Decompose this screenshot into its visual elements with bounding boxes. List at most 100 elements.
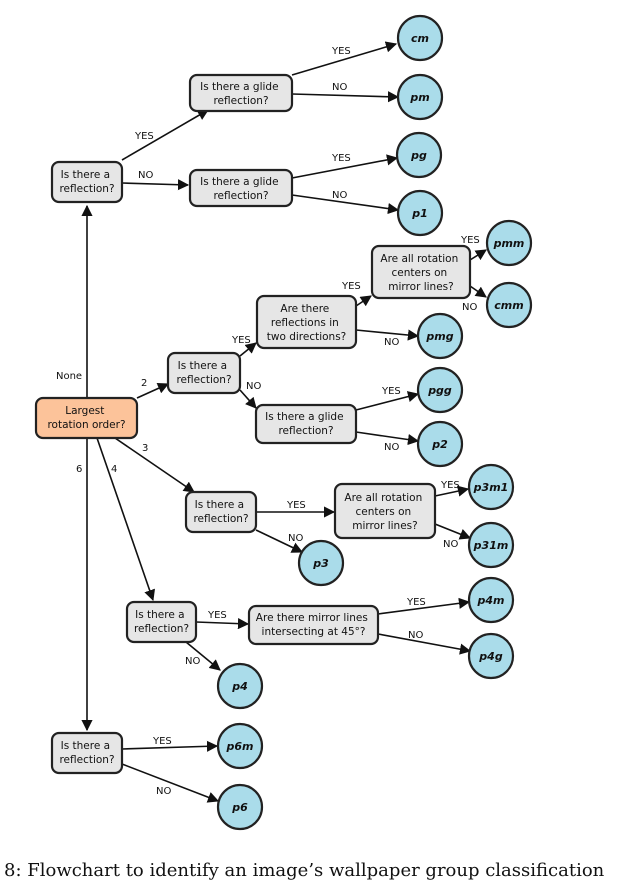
edge-rot3-no bbox=[434, 523, 472, 540]
edge-four-no bbox=[185, 641, 221, 671]
svg-text:Largest rotation order?: Largest rotation order? bbox=[47, 405, 125, 431]
node-none-reflection: Is there a reflection? bbox=[50, 160, 124, 204]
edge-label-yes: YES bbox=[406, 597, 426, 608]
svg-text:Is there a reflection?: Is there a reflection? bbox=[134, 609, 189, 635]
node-two-reflection: Is there a reflection? bbox=[166, 351, 242, 395]
edge-label-no: NO bbox=[138, 170, 153, 181]
edge-label-no: NO bbox=[246, 381, 261, 392]
edge-none-yes bbox=[121, 109, 209, 161]
svg-text:p4: p4 bbox=[231, 680, 248, 693]
edge-45-no bbox=[377, 633, 472, 655]
svg-text:p2: p2 bbox=[431, 438, 448, 451]
leaf-p1: p1 bbox=[396, 189, 444, 237]
edge-label-4: 4 bbox=[111, 464, 117, 475]
edge-label-yes: YES bbox=[286, 500, 306, 511]
edge-label-6: 6 bbox=[76, 464, 82, 475]
svg-text:Are all rotation centers: Are all rotation centers on mirror lines… bbox=[380, 253, 461, 293]
edge-label-yes: YES bbox=[207, 610, 227, 621]
svg-text:pmm: pmm bbox=[493, 237, 525, 250]
edge-labels: None 2 3 4 6 YES NO YES NO YES NO YES NO… bbox=[56, 46, 480, 797]
edge-root-4 bbox=[96, 437, 155, 602]
edge-three-no bbox=[255, 529, 304, 553]
edge-label-yes: YES bbox=[341, 281, 361, 292]
leaf-pmg: pmg bbox=[416, 312, 464, 360]
svg-text:p6m: p6m bbox=[226, 740, 254, 753]
svg-text:Is there a reflection?: Is there a reflection? bbox=[59, 740, 114, 766]
edge-label-none: None bbox=[56, 371, 82, 382]
edge-root-2 bbox=[136, 383, 170, 399]
wallpaper-flowchart: None 2 3 4 6 YES NO YES NO YES NO YES NO… bbox=[34, 14, 533, 831]
svg-text:p1: p1 bbox=[411, 207, 428, 220]
svg-text:pm: pm bbox=[409, 91, 429, 104]
svg-text:Is there a reflection?: Is there a reflection? bbox=[176, 360, 231, 386]
svg-text:p6: p6 bbox=[231, 801, 248, 814]
svg-text:Are there reflections in: Are there reflections in two directions? bbox=[267, 303, 347, 343]
edge-label-yes: YES bbox=[460, 235, 480, 246]
edges bbox=[81, 41, 487, 803]
edge-label-no: NO bbox=[384, 337, 399, 348]
node-none-glide-no: Is there a glide reflection? bbox=[188, 168, 294, 208]
svg-text:p3: p3 bbox=[312, 557, 329, 570]
edge-label-no: NO bbox=[384, 442, 399, 453]
edge-none-no bbox=[121, 179, 190, 191]
figure-caption: 8: Flowchart to identify an image’s wall… bbox=[4, 860, 605, 881]
node-two-directions: Are there reflections in two directions? bbox=[255, 294, 358, 350]
svg-text:Is there a glide reflect: Is there a glide reflection? bbox=[200, 81, 282, 107]
node-none-glide-yes: Is there a glide reflection? bbox=[188, 73, 294, 113]
edge-label-yes: YES bbox=[331, 46, 351, 57]
node-four-reflection: Is there a reflection? bbox=[125, 600, 198, 644]
node-largest-rotation-order: Largest rotation order? bbox=[34, 396, 139, 440]
node-six-reflection: Is there a reflection? bbox=[50, 731, 124, 775]
leaf-p3: p3 bbox=[297, 539, 345, 587]
leaf-p6: p6 bbox=[216, 783, 264, 831]
node-two-rotation-centers: Are all rotation centers on mirror lines… bbox=[370, 244, 472, 300]
edge-label-2: 2 bbox=[141, 378, 147, 389]
edge-glide1-no bbox=[291, 91, 400, 103]
leaf-p3m1: p3m1 bbox=[467, 463, 515, 511]
leaf-p6m: p6m bbox=[216, 722, 264, 770]
edge-label-no: NO bbox=[462, 302, 477, 313]
edge-rot2-yes bbox=[469, 249, 487, 261]
leaf-pg: pg bbox=[395, 131, 443, 179]
edge-label-no: NO bbox=[332, 190, 347, 201]
edge-45-yes bbox=[377, 597, 471, 615]
edge-glide2-no bbox=[291, 194, 400, 215]
edge-label-no: NO bbox=[288, 533, 303, 544]
edge-label-yes: YES bbox=[440, 480, 460, 491]
edge-label-3: 3 bbox=[142, 443, 148, 454]
edge-six-no bbox=[121, 763, 220, 803]
leaf-pgg: pgg bbox=[416, 366, 464, 414]
svg-text:Is there a glide reflect: Is there a glide reflection? bbox=[200, 176, 282, 202]
svg-text:p4m: p4m bbox=[477, 594, 505, 607]
edge-rot2-no bbox=[469, 285, 487, 298]
leaf-p2: p2 bbox=[416, 420, 464, 468]
edge-dir-yes bbox=[355, 295, 372, 307]
edge-six-yes bbox=[121, 740, 219, 752]
edge-two-no bbox=[239, 389, 257, 409]
edge-label-yes: YES bbox=[331, 153, 351, 164]
edge-glide1-yes bbox=[291, 41, 398, 76]
edge-two-yes bbox=[239, 342, 257, 357]
node-two-glide: Is there a glide reflection? bbox=[254, 403, 358, 445]
leaf-pmm: pmm bbox=[485, 219, 533, 267]
node-three-rotation-centers: Are all rotation centers on mirror lines… bbox=[333, 482, 437, 540]
svg-text:pgg: pgg bbox=[427, 384, 452, 397]
edge-label-no: NO bbox=[156, 786, 171, 797]
edge-rot3-yes bbox=[434, 485, 470, 497]
svg-text:Are there mirror lines i: Are there mirror lines intersecting at 4… bbox=[256, 612, 371, 638]
leaf-cm: cm bbox=[396, 14, 444, 62]
edge-label-yes: YES bbox=[152, 736, 172, 747]
svg-text:Is there a reflection?: Is there a reflection? bbox=[59, 169, 114, 195]
svg-text:p31m: p31m bbox=[473, 539, 509, 552]
edge-label-yes: YES bbox=[134, 131, 154, 142]
node-four-mirror-45: Are there mirror lines intersecting at 4… bbox=[247, 604, 380, 646]
leaf-p4: p4 bbox=[216, 662, 264, 710]
edge-glide2-yes bbox=[291, 154, 399, 179]
svg-text:p4g: p4g bbox=[478, 650, 503, 663]
svg-text:Is there a reflection?: Is there a reflection? bbox=[193, 499, 248, 525]
edge-root-3 bbox=[114, 437, 195, 493]
edge-glide3-no bbox=[355, 431, 420, 446]
leaf-p31m: p31m bbox=[467, 521, 515, 569]
svg-text:cmm: cmm bbox=[494, 299, 523, 312]
leaf-pm: pm bbox=[396, 73, 444, 121]
